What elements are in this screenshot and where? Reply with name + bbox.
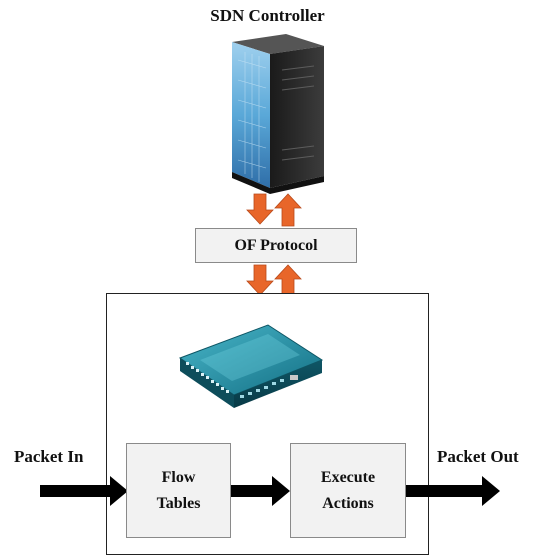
flow-tables-line2: Tables [156, 494, 201, 512]
server-tower-icon [232, 34, 324, 194]
execute-actions-line2: Actions [322, 494, 374, 512]
packet-in-label: Packet In [14, 447, 84, 466]
flow-tables-box: Flow Tables [126, 443, 231, 538]
packet-in-arrow [40, 476, 128, 506]
execute-actions-line1: Execute [320, 468, 376, 486]
packet-out-arrow [406, 476, 500, 506]
flow-tables-line1: Flow [161, 468, 196, 486]
arrows-controller-protocol [246, 193, 302, 227]
of-protocol-box: OF Protocol [195, 228, 357, 263]
controller-title: SDN Controller [210, 6, 325, 25]
packet-out-label: Packet Out [437, 447, 519, 466]
network-switch-icon [178, 324, 324, 408]
execute-actions-box: Execute Actions [290, 443, 406, 538]
flow-to-execute-arrow [231, 476, 290, 506]
of-protocol-label: OF Protocol [234, 236, 318, 254]
